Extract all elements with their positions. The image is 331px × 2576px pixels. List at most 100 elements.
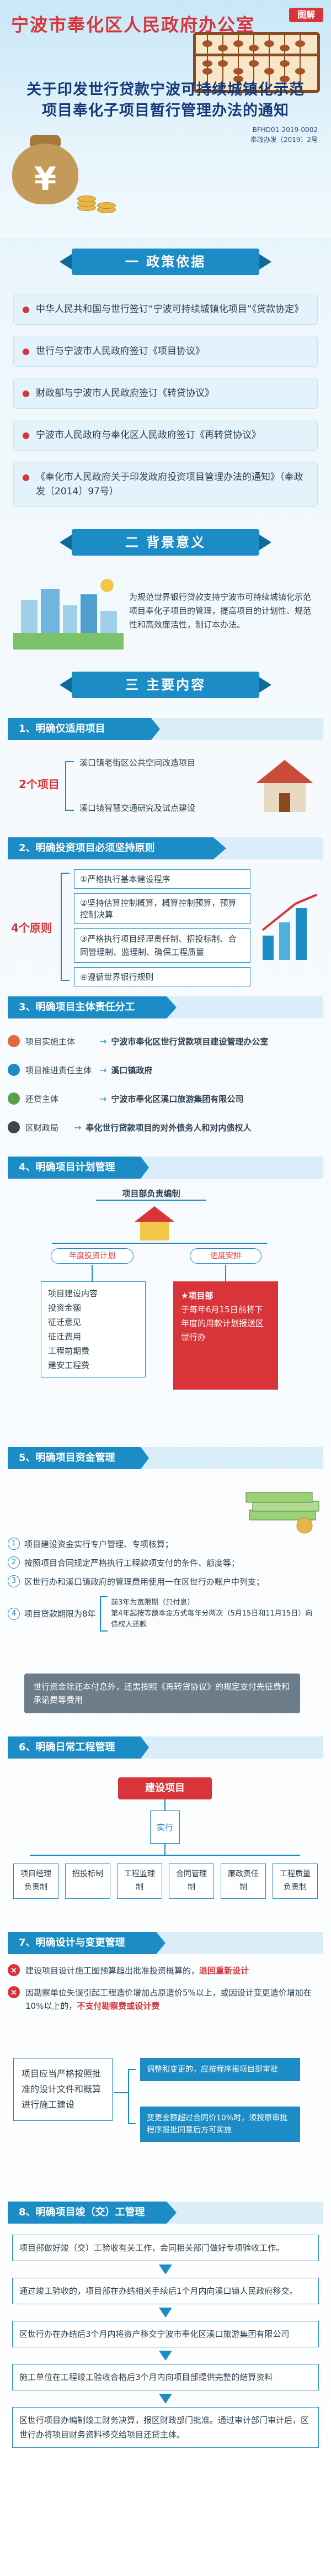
implement-label: 实行	[150, 1810, 180, 1844]
subsection-head-6: 6、明确日常工程管理	[8, 1736, 323, 1759]
subsection-head-1: 1、明确仅适用项目	[8, 718, 323, 740]
number-icon: 2	[8, 1556, 20, 1569]
section-banner-background: 二 背景意义	[60, 529, 271, 556]
responsibility-row: 还贷主体 → 宁波市奉化区溪口旅游集团有限公司	[8, 1088, 323, 1109]
yen-icon: ¥	[34, 160, 57, 198]
basis-list: 中华人民共和国与世行签订“宁波可持续城镇化项目”《贷款协定》 世行与宁波市人民政…	[13, 294, 318, 507]
subsection-head-2: 2、明确投资项目必须坚持原则	[8, 837, 323, 859]
person-icon	[8, 1035, 20, 1047]
city-illustration	[13, 572, 124, 650]
background-box: 为规范世界银行贷款支持宁波市可持续城镇化示范项目奉化子项目的管理，提高项目的计划…	[13, 572, 318, 650]
principle-list: ①严格执行基本建设程序 ②坚持估算控制概算，概算控制预算，预算控制决算 ③严格执…	[74, 869, 250, 986]
person-icon	[8, 1092, 20, 1105]
number-icon: 1	[8, 1538, 20, 1550]
house-icon	[135, 1206, 174, 1241]
design-rule: × 因勘察单位失误引起工程造价增加占原造价5%以上，或因设计变更造价增加在10%…	[8, 1986, 323, 2013]
basis-item: 中华人民共和国与世行签订“宁波可持续城镇化项目”《贷款协定》	[13, 294, 318, 325]
system-item: 项目经理负责制	[13, 1864, 58, 1899]
arrow-right-icon: →	[74, 1122, 82, 1133]
title-line-2: 项目奉化子项目暂行管理办法的通知	[42, 102, 289, 119]
completion-step: 项目部做好竣（交）工验收有关工作，会同相关部门做好专项验收工作。	[12, 2235, 319, 2261]
loan-grace: 前3年为宽限期（只付息）	[111, 1598, 195, 1607]
deadline-note: ★项目部 于每年6月15日前将下年度的用款计划报送区世行办	[173, 1281, 278, 1390]
completion-step: 区世行办在办结后3个月内将资产移交宁波市奉化区溪口旅游集团有限公司	[12, 2321, 319, 2347]
design-rule: × 建设项目设计施工图预算超出批准投资概算的，退回重新设计	[8, 1964, 323, 1977]
responsibility-row: 区财政局 → 奉化世行贷款项目的对外债务人和对内债权人	[8, 1117, 323, 1138]
change-threshold: 变更金额超过合同价10%时，须按原审批程序报批同意后方可实施	[140, 2107, 300, 2142]
change-approval: 调整和变更的，应按程序报项目部审批	[140, 2058, 300, 2081]
cross-icon: ×	[8, 1986, 20, 1998]
abacus-illustration	[193, 32, 320, 93]
construction-root: 建设项目	[118, 1777, 212, 1799]
arrow-right-icon: →	[99, 1064, 107, 1075]
arrow-right-icon: →	[99, 1036, 107, 1047]
schedule-label: 进度安排	[190, 1248, 261, 1264]
responsibility-row: 项目实施主体 → 宁波市奉化区世行贷款项目建设管理办公室	[8, 1031, 323, 1052]
project-item: 溪口镇老街区公共空间改造项目	[79, 758, 196, 768]
principle-item: ②坚持估算控制概算，概算控制预算，预算控制决算	[74, 893, 250, 924]
doc-number-2: 奉政办发〔2019〕2号	[250, 136, 318, 144]
fund-item: 4 项目贷款期限为8年 前3年为宽限期（只付息） 第4年起按等额本金方式每年分两…	[8, 1596, 317, 1632]
project-count: 2个项目	[19, 778, 60, 791]
basis-item: 财政部与宁波市人民政府签订《转贷协议》	[13, 378, 318, 409]
principle-item: ①严格执行基本建设程序	[74, 869, 250, 889]
completion-step: 区世行项目办编制竣工财务决算，报区财政部门批准。通过审计部门审计后，区世行办将项…	[12, 2407, 319, 2448]
principles: 4个原则 ①严格执行基本建设程序 ②坚持估算控制概算，概算控制预算，预算控制决算…	[8, 869, 323, 986]
title-line-1: 关于印发世行贷款宁波可持续城镇化示范	[26, 81, 305, 98]
arrow-down-icon	[159, 2394, 172, 2404]
coins-icon	[77, 182, 121, 215]
doc-number: BFHD01-2019-0002	[252, 126, 318, 134]
person-icon	[8, 1121, 20, 1133]
plan-top: 项目部负责编制	[122, 1189, 180, 1199]
completion-step: 施工单位在工程竣工验收合格后3个月内向项目部提供完整的结算资料	[12, 2364, 319, 2390]
background-text: 为规范世界银行贷款支持宁波市可持续城镇化示范项目奉化子项目的管理，提高项目的计划…	[129, 592, 312, 630]
arrow-right-icon: →	[99, 1093, 107, 1104]
fee-note: 世行资金除还本付息外，还需按照《再转贷协议》的规定支付先征费和承诺费等费用	[24, 1674, 300, 1713]
system-item: 招投标制	[65, 1864, 110, 1899]
money-bag-icon: ¥	[7, 122, 84, 210]
arrow-down-icon	[159, 2351, 172, 2361]
project-item: 溪口镇智慧交通研究及试点建设	[79, 803, 196, 813]
system-item: 工程监理制	[117, 1864, 162, 1899]
cross-icon: ×	[8, 1964, 20, 1976]
number-icon: 4	[8, 1608, 20, 1620]
applicable-projects: 2个项目 溪口镇老街区公共空间改造项目 溪口镇智慧交通研究及试点建设	[8, 750, 323, 827]
principle-count: 4个原则	[11, 921, 52, 935]
principle-item: ③严格执行项目经理责任制、招投标制、合同管理制、监理制、确保工程质量	[74, 928, 250, 963]
house-icon	[256, 760, 313, 812]
design-basis-box: 项目应当严格按照批准的设计文件和概算进行施工建设	[13, 2058, 113, 2121]
chart-icon	[261, 894, 317, 960]
section-banner-basis: 一 政策依据	[60, 249, 271, 275]
person-icon	[8, 1064, 20, 1076]
system-list: 项目经理负责制 招投标制 工程监理制 合同管理制 廉政责任制 工程质量负责制	[13, 1864, 318, 1899]
subsection-head-5: 5、明确项目资金管理	[8, 1447, 323, 1469]
basis-item: 宁波市人民政府与奉化区人民政府签订《再转贷协议》	[13, 420, 318, 451]
subsection-head-8: 8、明确项目竣（交）工管理	[8, 2202, 323, 2224]
system-item: 合同管理制	[169, 1864, 214, 1899]
money-stack-icon	[245, 1492, 319, 1534]
basis-item: 《奉化市人民政府关于印发政府投资项目管理办法的通知》（奉政发〔2014〕97号）	[13, 462, 318, 507]
design-change: × 建设项目设计施工图预算超出批准投资概算的，退回重新设计 × 因勘察单位失误引…	[8, 1964, 323, 2202]
subsection-head-4: 4、明确项目计划管理	[8, 1157, 323, 1179]
principle-item: ④遵循世界银行规则	[74, 967, 250, 986]
completion-steps: 项目部做好竣（交）工验收有关工作，会同相关部门做好专项验收工作。 通过竣工验收的…	[12, 2235, 319, 2448]
plan-management: 项目部负责编制 年度投资计划 进度安排 项目建设内容 投资金额 征迁意见 征迁费…	[8, 1187, 323, 1447]
loan-repay: 第4年起按等额本金方式每年分两次（5月15日和11月15日）向债权人还款	[111, 1609, 313, 1629]
arrow-down-icon	[159, 2264, 172, 2274]
system-item: 工程质量负责制	[273, 1864, 318, 1899]
basis-item: 世行与宁波市人民政府签订《项目协议》	[13, 336, 318, 367]
tujie-badge: 图解	[289, 8, 323, 22]
section-banner-content: 三 主要内容	[60, 672, 271, 698]
issuing-office: 宁波市奉化区人民政府办公室	[11, 14, 255, 35]
system-item: 廉政责任制	[221, 1864, 266, 1899]
daily-management: 建设项目 实行 项目经理负责制 招投标制 工程监理制 合同管理制 廉政责任制 工…	[8, 1766, 323, 1932]
responsibility-row: 项目推进责任主体 → 溪口镇政府	[8, 1059, 323, 1080]
subsection-head-7: 7、明确设计与变更管理	[8, 1932, 323, 1954]
annual-plan-label: 年度投资计划	[51, 1248, 134, 1264]
